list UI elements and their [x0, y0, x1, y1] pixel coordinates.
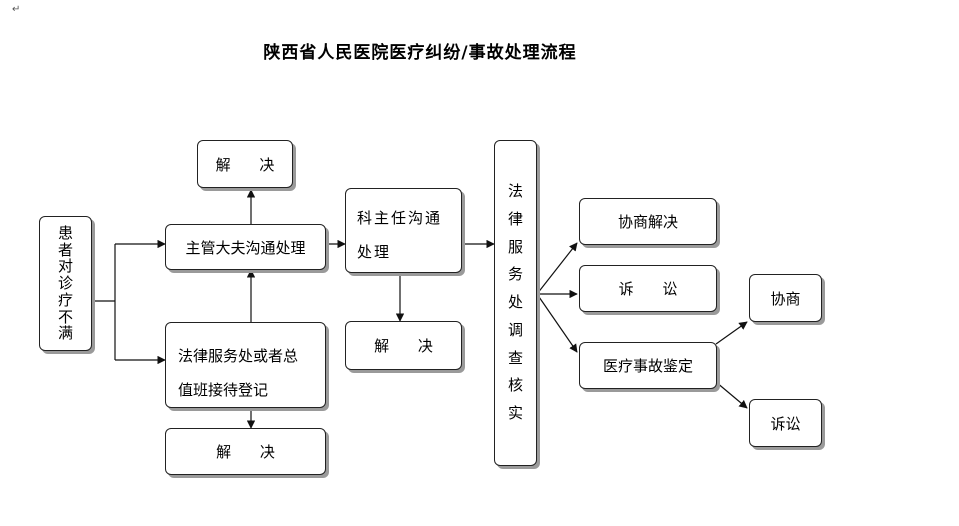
node-appraisal-negotiate-label: 协商 — [770, 289, 801, 308]
node-appraisal-negotiate: 协商 — [749, 274, 822, 322]
arrow-appraisal-to-litigation — [715, 381, 748, 409]
node-negotiate-resolution: 协商解决 — [579, 198, 717, 245]
node-patient-char: 对 — [57, 257, 73, 276]
node-resolve-top-label: 解 决 — [215, 155, 287, 174]
node-medical-accident-appraisal: 医疗事故鉴定 — [579, 342, 717, 389]
node-legal-investigation: 法 律 服 务 处 调 查 核 实 — [494, 140, 537, 466]
node-resolve-bottom-label: 解 决 — [216, 443, 287, 461]
node-dept-head-communication: 科主任沟通 处理 — [345, 188, 462, 273]
node-negotiate-label: 协商解决 — [617, 213, 678, 231]
node-resolve-top: 解 决 — [197, 140, 293, 188]
page-title: 陕西省人民医院医疗纠纷/事故处理流程 — [263, 43, 577, 63]
node-litigation: 诉 讼 — [579, 265, 717, 312]
node-investigate-char: 务 — [507, 265, 523, 284]
node-dept-head-line1: 科主任沟通 — [357, 209, 443, 227]
node-investigate-char: 律 — [507, 209, 523, 228]
node-litigation-label: 诉 讼 — [618, 280, 690, 298]
node-attending-communication: 主管大夫沟通处理 — [165, 224, 326, 270]
node-investigate-char: 服 — [507, 237, 523, 256]
node-legal-line2: 值班接待登记 — [178, 381, 269, 399]
node-patient-dissatisfied: 患 者 对 诊 疗 不 满 — [39, 216, 92, 351]
node-patient-char: 不 — [57, 307, 73, 326]
node-resolve-mid-label: 解 决 — [374, 337, 445, 355]
node-patient-char: 疗 — [57, 290, 73, 309]
node-patient-char: 患 — [57, 223, 73, 242]
node-patient-char: 者 — [57, 240, 73, 259]
paragraph-mark: ↵ — [12, 4, 21, 15]
node-legal-line1: 法律服务处或者总 — [178, 347, 299, 365]
node-appraisal-litigation: 诉讼 — [749, 399, 822, 447]
node-patient-char: 诊 — [57, 274, 73, 293]
node-appraisal-label: 医疗事故鉴定 — [602, 357, 693, 375]
arrow-to-negotiate — [536, 242, 578, 295]
node-investigate-char: 查 — [507, 348, 523, 367]
node-investigate-char: 处 — [507, 293, 523, 312]
node-attending-label: 主管大夫沟通处理 — [185, 238, 306, 257]
node-investigate-char: 调 — [507, 320, 523, 339]
node-investigate-char: 实 — [507, 404, 523, 423]
arrow-appraisal-to-negotiate — [715, 321, 748, 345]
node-patient-char: 满 — [57, 324, 73, 343]
node-legal-or-duty-registration: 法律服务处或者总 值班接待登记 — [165, 322, 326, 408]
arrow-to-appraisal — [536, 293, 578, 353]
node-resolve-bottom: 解 决 — [165, 428, 326, 475]
node-investigate-char: 核 — [507, 376, 523, 395]
node-investigate-char: 法 — [507, 182, 523, 201]
node-dept-head-line2: 处理 — [357, 243, 392, 261]
node-resolve-mid: 解 决 — [345, 321, 462, 370]
node-appraisal-litigation-label: 诉讼 — [770, 414, 801, 433]
